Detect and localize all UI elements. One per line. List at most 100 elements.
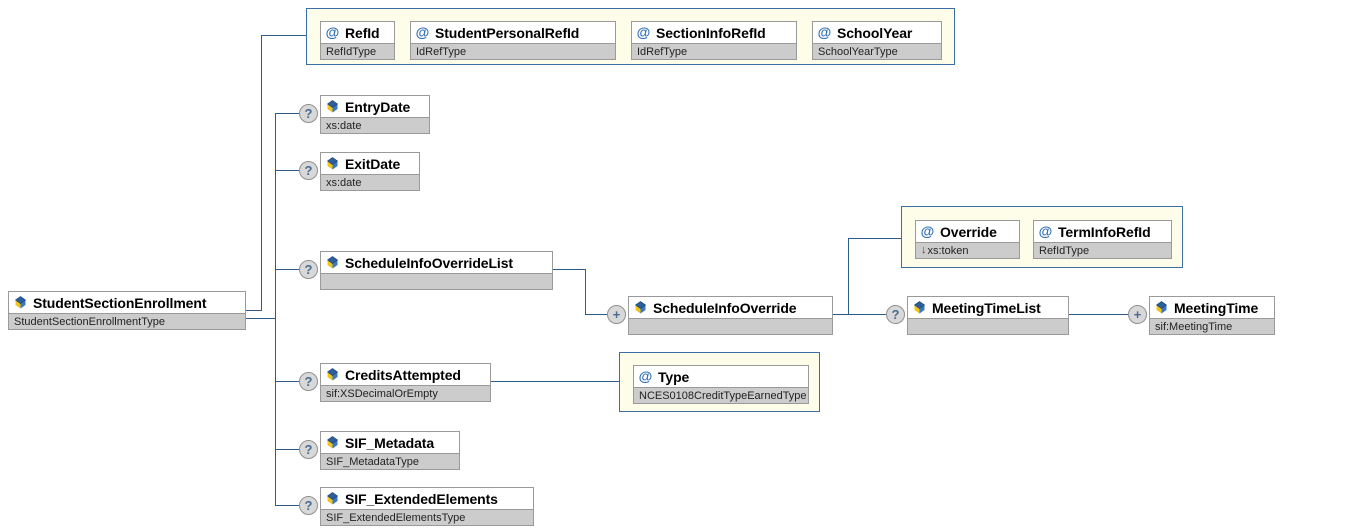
element-icon xyxy=(325,99,340,114)
connector-child-entrydate xyxy=(275,113,299,114)
attribute-box-sectioninforefid[interactable]: @ SectionInfoRefId IdRefType xyxy=(631,21,797,60)
element-name: StudentSectionEnrollment xyxy=(33,294,207,311)
attribute-icon: @ xyxy=(1038,223,1053,239)
connector-child-creditsattempted xyxy=(275,381,299,382)
connector-attr-trunk xyxy=(261,35,262,310)
occurrence-marker-optional-meetingtimelist[interactable]: ? xyxy=(886,305,905,324)
attribute-name: StudentPersonalRefId xyxy=(435,24,580,41)
element-box-exitdate[interactable]: ExitDate xs:date xyxy=(320,152,420,191)
attribute-title: @ SectionInfoRefId xyxy=(632,22,796,43)
element-name: SIF_ExtendedElements xyxy=(345,490,498,507)
element-type: xs:date xyxy=(321,117,429,133)
element-name: MeetingTimeList xyxy=(932,299,1041,316)
occurrence-marker-optional-creditsattempted[interactable]: ? xyxy=(299,372,318,391)
attribute-title: @ SchoolYear xyxy=(813,22,941,43)
attribute-box-terminforefid[interactable]: @ TermInfoRefId RefIdType xyxy=(1033,220,1172,259)
element-type: xs:date xyxy=(321,174,419,190)
connector-siol-right xyxy=(553,269,585,270)
element-type: sif:XSDecimalOrEmpty xyxy=(321,385,490,401)
element-title: ExitDate xyxy=(321,153,419,174)
connector-attr-top xyxy=(261,35,306,36)
connector-root-to-children-trunk xyxy=(246,318,276,319)
attribute-icon: @ xyxy=(638,368,653,384)
attribute-box-refid[interactable]: @ RefId RefIdType xyxy=(320,21,395,60)
attribute-name: SchoolYear xyxy=(837,24,913,41)
attribute-icon: @ xyxy=(636,24,651,40)
connector-children-trunk xyxy=(275,113,276,505)
element-type xyxy=(629,318,832,334)
attribute-type: RefIdType xyxy=(321,43,394,59)
connector-creditsattempted-to-type xyxy=(491,381,619,382)
attribute-title: @ StudentPersonalRefId xyxy=(411,22,615,43)
occurrence-marker-optional-sifextendedelements[interactable]: ? xyxy=(299,496,318,515)
element-title: MeetingTime xyxy=(1150,297,1274,318)
attribute-icon: @ xyxy=(920,223,935,239)
attribute-type: xs:token xyxy=(927,244,969,257)
connector-child-exitdate xyxy=(275,170,299,171)
element-name: CreditsAttempted xyxy=(345,366,461,383)
element-box-meetingtime[interactable]: MeetingTime sif:MeetingTime xyxy=(1149,296,1275,335)
attribute-box-override[interactable]: @ Override ↓xs:token xyxy=(915,220,1020,259)
attribute-icon: @ xyxy=(817,24,832,40)
connector-sio-right xyxy=(833,314,848,315)
attribute-box-type[interactable]: @ Type NCES0108CreditTypeEarnedType xyxy=(633,365,809,404)
attribute-box-schoolyear[interactable]: @ SchoolYear SchoolYearType xyxy=(812,21,942,60)
element-type xyxy=(908,318,1068,334)
scheduleinfooverride-attribute-group: @ Override ↓xs:token @ TermInfoRefId Ref… xyxy=(901,206,1183,268)
element-icon xyxy=(325,156,340,171)
element-box-sifmetadata[interactable]: SIF_Metadata SIF_MetadataType xyxy=(320,431,460,470)
element-icon xyxy=(325,367,340,382)
element-type: SIF_ExtendedElementsType xyxy=(321,509,533,525)
connector-siol-to-sio xyxy=(585,314,607,315)
element-title: CreditsAttempted xyxy=(321,364,490,385)
element-box-sifextendedelements[interactable]: SIF_ExtendedElements SIF_ExtendedElement… xyxy=(320,487,534,526)
restriction-arrow-icon: ↓ xyxy=(921,244,927,256)
occurrence-marker-optional-scheduleinfooverridelist[interactable]: ? xyxy=(299,260,318,279)
connector-mtl-to-mt xyxy=(1069,314,1128,315)
element-type: sif:MeetingTime xyxy=(1150,318,1274,334)
element-icon xyxy=(633,300,648,315)
occurrence-marker-expand-meetingtime[interactable]: + xyxy=(1128,305,1147,324)
attribute-type: IdRefType xyxy=(632,43,796,59)
element-name: ScheduleInfoOverride xyxy=(653,299,797,316)
attribute-name: Type xyxy=(658,368,690,385)
element-box-entrydate[interactable]: EntryDate xs:date xyxy=(320,95,430,134)
attribute-name: SectionInfoRefId xyxy=(656,24,766,41)
element-icon xyxy=(13,295,28,310)
element-box-scheduleinfooverride[interactable]: ScheduleInfoOverride xyxy=(628,296,833,335)
element-box-creditsattempted[interactable]: CreditsAttempted sif:XSDecimalOrEmpty xyxy=(320,363,491,402)
element-icon xyxy=(912,300,927,315)
element-type: StudentSectionEnrollmentType xyxy=(9,313,245,329)
element-type: SIF_MetadataType xyxy=(321,453,459,469)
element-box-meetingtimelist[interactable]: MeetingTimeList xyxy=(907,296,1069,335)
element-box-studentsectionenrollment[interactable]: StudentSectionEnrollment StudentSectionE… xyxy=(8,291,246,330)
connector-sio-to-attrgroup xyxy=(848,238,901,239)
element-icon xyxy=(325,491,340,506)
attribute-icon: @ xyxy=(415,24,430,40)
connector-siol-drop xyxy=(585,269,586,314)
attribute-title: @ RefId xyxy=(321,22,394,43)
element-box-scheduleinfooverridelist[interactable]: ScheduleInfoOverrideList xyxy=(320,251,553,290)
connector-root-to-attr-trunk xyxy=(246,310,262,311)
element-name: MeetingTime xyxy=(1174,299,1259,316)
occurrence-marker-optional-entrydate[interactable]: ? xyxy=(299,104,318,123)
attribute-title: @ Override xyxy=(916,221,1019,242)
root-attribute-group: @ RefId RefIdType @ StudentPersonalRefId… xyxy=(306,8,955,65)
connector-child-scheduleinfooverridelist xyxy=(275,269,299,270)
attribute-type-row: ↓xs:token xyxy=(916,242,1019,258)
occurrence-marker-optional-sifmetadata[interactable]: ? xyxy=(299,440,318,459)
attribute-box-studentpersonalrefid[interactable]: @ StudentPersonalRefId IdRefType xyxy=(410,21,616,60)
occurrence-marker-optional-exitdate[interactable]: ? xyxy=(299,161,318,180)
element-title: ScheduleInfoOverride xyxy=(629,297,832,318)
attribute-type: IdRefType xyxy=(411,43,615,59)
occurrence-marker-expand-scheduleinfooverride[interactable]: + xyxy=(607,305,626,324)
attribute-name: RefId xyxy=(345,24,380,41)
element-icon xyxy=(325,255,340,270)
element-title: MeetingTimeList xyxy=(908,297,1068,318)
connector-sio-branch-vertical xyxy=(848,238,849,315)
connector-child-sifmetadata xyxy=(275,449,299,450)
element-title: SIF_ExtendedElements xyxy=(321,488,533,509)
element-title: StudentSectionEnrollment xyxy=(9,292,245,313)
element-name: EntryDate xyxy=(345,98,411,115)
